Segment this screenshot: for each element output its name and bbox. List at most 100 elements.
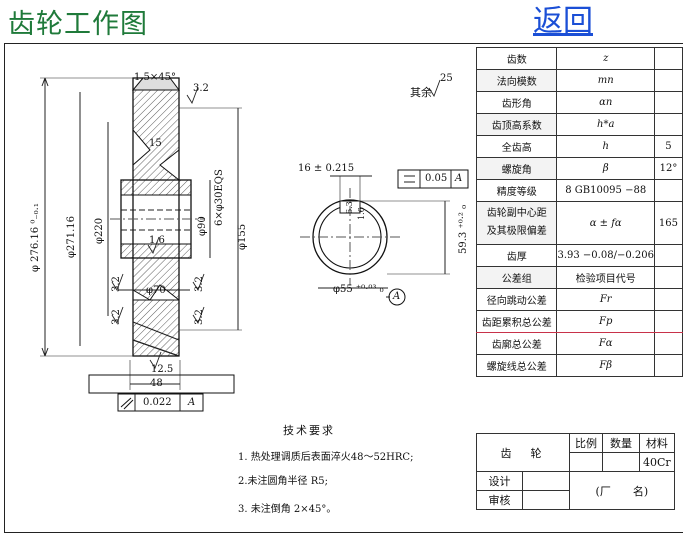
- tech-requirement-item: 1. 热处理调质后表面淬火48～52HRC;: [238, 452, 414, 463]
- param-symbol: Fp: [556, 310, 655, 333]
- fcf-datum: A: [188, 397, 196, 408]
- table-cell: [653, 179, 683, 202]
- table-cell: [653, 91, 683, 114]
- table-cell: [653, 266, 683, 289]
- keyway-width-label: 16 ± 0.215: [298, 163, 355, 174]
- datum-a-label: A: [393, 291, 401, 302]
- tech-requirements-title: 技术要求: [283, 424, 335, 437]
- fcf-value: 0.022: [143, 397, 172, 408]
- param-symbol: 3.93 −0.08/−0.206: [556, 244, 655, 267]
- hub-end-view: [300, 169, 469, 306]
- param-symbol: 检验项目代号: [556, 266, 655, 289]
- param-name: 法向模数: [475, 69, 558, 92]
- dim-55-label: φ55 ⁺⁰·⁰³ ₀: [333, 284, 384, 295]
- table-cell: 5: [653, 135, 683, 158]
- dim-155-label: φ155: [237, 223, 248, 250]
- dim-220-label: φ220: [94, 217, 105, 244]
- tech-requirement-item: 3. 未注倒角 2×45°。: [238, 504, 337, 515]
- position-tolerance-frame: [88, 374, 235, 412]
- others-label: 其余: [410, 86, 432, 99]
- chamfer-top-label: 1.5×45°: [134, 72, 177, 83]
- param-name: 螺旋线总公差: [475, 354, 558, 377]
- param-name: 全齿高: [475, 135, 558, 158]
- table-cell: [522, 490, 570, 510]
- tech-requirement-item: 2.未注圆角半径 R5;: [238, 476, 328, 487]
- param-symbol: h*a: [556, 113, 655, 136]
- param-name: 齿距累积总公差: [475, 310, 558, 333]
- table-cell: [569, 452, 603, 472]
- scale-label: 比例: [569, 433, 603, 453]
- part-name: 齿 轮: [476, 433, 570, 472]
- right-dimension-lines: [118, 107, 242, 390]
- param-symbol: Fβ: [556, 354, 655, 377]
- table-cell: [653, 244, 683, 267]
- material-value: 40Cr: [639, 452, 675, 472]
- dim-48-label: 48: [150, 378, 163, 389]
- table-cell: [653, 69, 683, 92]
- dim-15-label: 15: [149, 138, 162, 149]
- roughness-left-value: 3.2: [111, 276, 122, 292]
- parallelism-value: 0.05: [425, 173, 448, 184]
- param-symbol: 8 GB10095 −88: [556, 179, 655, 202]
- roughness-others-value: 25: [440, 73, 453, 84]
- param-symbol: αn: [556, 91, 655, 114]
- roughness-key2-value: 1.6: [357, 207, 366, 220]
- dim-70-label: φ70: [146, 285, 166, 296]
- review-label: 审核: [476, 490, 523, 510]
- param-symbol: Fα: [556, 332, 655, 355]
- dim-276-label: φ 276.16 ⁰₋₀.₁: [30, 203, 41, 272]
- back-link[interactable]: 返回: [533, 4, 593, 39]
- table-row: 公差组检验项目代号: [475, 266, 683, 289]
- param-name: 螺旋角: [475, 157, 558, 180]
- title-block: 齿 轮 比例 数量 材料 40Cr 设计 (厂 名) 审核: [476, 433, 675, 510]
- param-symbol: Fr: [556, 288, 655, 311]
- table-cell: 12°: [653, 157, 683, 180]
- param-name: 齿顶高系数: [475, 113, 558, 136]
- dim-271-label: φ271.16: [66, 216, 77, 258]
- left-dimension-lines: [40, 77, 133, 357]
- roughness-b2-value: 3.2: [194, 309, 205, 325]
- roughness-symbols: [111, 79, 441, 370]
- design-label: 设计: [476, 471, 523, 491]
- dim-90-label: φ90: [197, 216, 208, 236]
- company-name: (厂 名): [569, 471, 675, 510]
- material-label: 材料: [639, 433, 675, 453]
- table-cell: [653, 47, 683, 70]
- table-cell: [602, 452, 640, 472]
- page-title: 齿轮工作图: [8, 9, 148, 40]
- param-symbol: α ± fα: [556, 201, 655, 245]
- dim-holes-label: 6×φ30EQS: [214, 169, 225, 226]
- table-cell: [653, 332, 683, 355]
- param-symbol: h: [556, 135, 655, 158]
- roughness-key1-value: 6.3: [345, 201, 354, 214]
- param-name: 齿厚: [475, 244, 558, 267]
- param-name: 齿轮副中心距 及其极限偏差: [475, 201, 558, 245]
- param-symbol: β: [556, 157, 655, 180]
- roughness-web-value: 1.6: [149, 235, 165, 246]
- table-cell: [653, 310, 683, 333]
- roughness-b1-value: 3.2: [111, 309, 122, 325]
- qty-label: 数量: [602, 433, 640, 453]
- roughness-right-value: 3.2: [194, 276, 205, 292]
- table-cell: [653, 354, 683, 377]
- table-cell: 165: [653, 201, 683, 245]
- engineering-drawing: [40, 77, 469, 412]
- gear-section-view: [110, 77, 205, 357]
- dim-593-label: 59.3 ⁺⁰·² ₀: [458, 204, 469, 254]
- param-name: 齿数: [475, 47, 558, 70]
- parallelism-datum: A: [455, 173, 463, 184]
- roughness-top-value: 3.2: [193, 83, 209, 94]
